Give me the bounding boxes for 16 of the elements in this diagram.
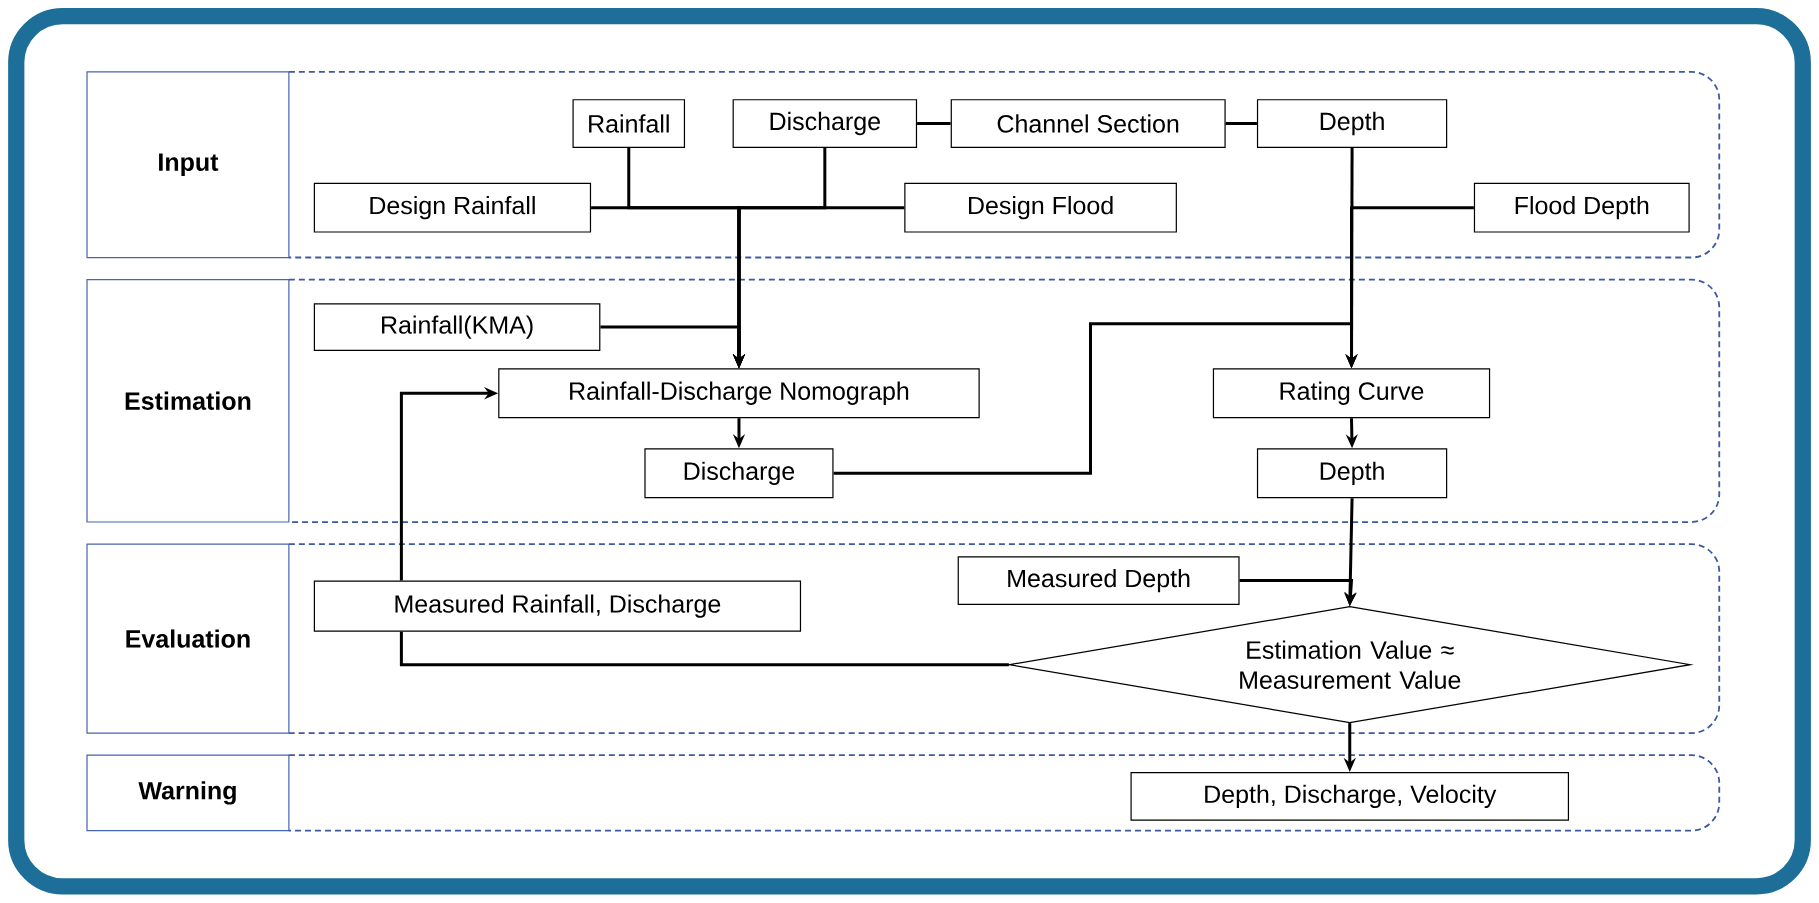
process-box: Rainfall(KMA) [313,303,601,352]
process-box: Measured Depth [957,556,1240,606]
process-box: Depth [1256,448,1448,499]
process-box: Channel Section [950,99,1226,149]
process-box: Rainfall [572,99,686,149]
process-box: Flood Depth [1473,182,1690,233]
process-box: Measured Rainfall, Discharge [313,580,802,632]
process-box: Discharge [732,99,918,149]
process-box: Discharge [644,448,834,499]
connector-arrow [833,322,1358,476]
process-box: Rating Curve [1212,368,1491,419]
process-box: Design Flood [904,182,1177,233]
process-box: Design Rainfall [313,182,592,233]
process-box: Depth, Discharge, Velocity [1130,772,1570,821]
process-box: Rainfall-Discharge Nomograph [498,368,980,419]
process-box: Depth [1256,99,1448,149]
